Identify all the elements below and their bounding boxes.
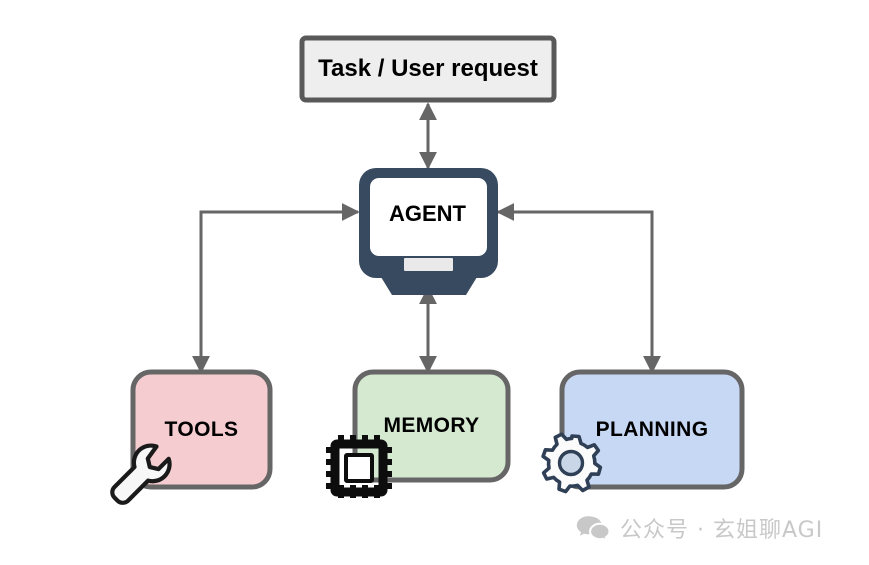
memory-node[interactable]	[352, 369, 511, 483]
task-node-box	[299, 35, 557, 103]
planning-agent-connector	[496, 203, 661, 374]
connector-layer	[192, 102, 661, 374]
wechat-icon	[576, 516, 610, 541]
planning-node[interactable]	[559, 369, 745, 490]
cpu-chip-icon	[326, 435, 392, 498]
tools-agent-connector	[192, 203, 360, 374]
gear-icon	[541, 432, 603, 494]
monitor-stand-icon	[381, 277, 477, 295]
planning-node-box	[559, 369, 745, 490]
monitor-screen-icon	[370, 178, 487, 256]
watermark-text: 公众号 · 玄姐聊AGI	[620, 518, 824, 543]
monitor-indicator-icon	[404, 258, 453, 271]
wrench-icon	[110, 443, 172, 505]
memory-node-box	[352, 369, 511, 483]
watermark: 公众号 · 玄姐聊AGI	[576, 512, 823, 544]
agent-node[interactable]	[359, 168, 498, 295]
task-node[interactable]	[299, 35, 557, 103]
